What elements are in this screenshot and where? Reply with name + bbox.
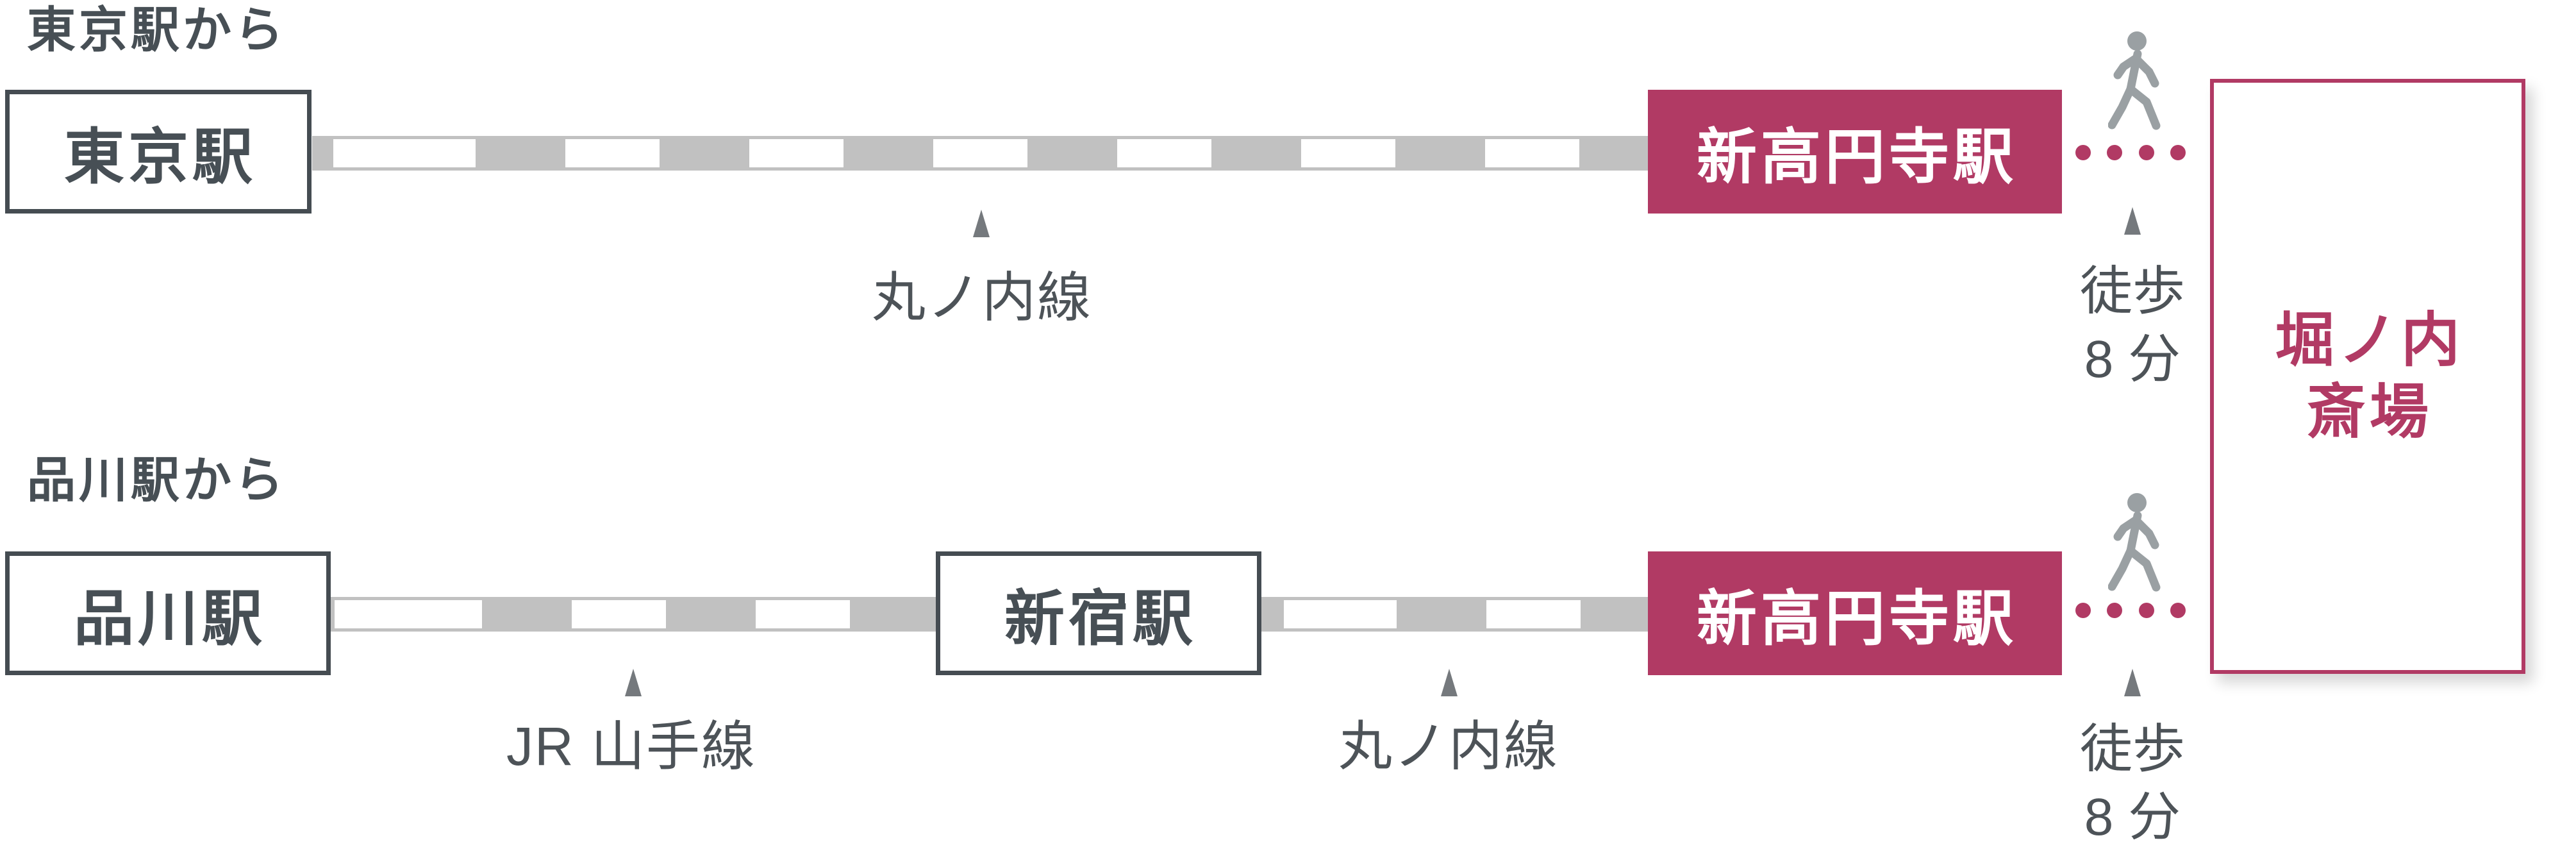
route2-transfer-station-label: 新宿駅 bbox=[1004, 584, 1197, 652]
walk-dot bbox=[2170, 145, 2186, 160]
route2-terminal-station-box: 新高円寺駅 bbox=[1648, 551, 2062, 675]
route2-rail-line-segment1 bbox=[331, 597, 936, 632]
walking-person-icon bbox=[2108, 31, 2161, 130]
walk-dot bbox=[2170, 603, 2186, 618]
up-triangle-icon bbox=[625, 669, 642, 696]
route2-header: 品川駅から bbox=[27, 453, 287, 508]
route1-origin-station-label: 東京駅 bbox=[63, 122, 256, 190]
walk-dot bbox=[2138, 603, 2154, 618]
walk-label-line2: 8 分 bbox=[2084, 330, 2181, 389]
walking-person-icon bbox=[2108, 493, 2161, 592]
destination-box: 堀ノ内 斎場 bbox=[2210, 79, 2525, 674]
up-triangle-icon bbox=[973, 210, 990, 237]
up-triangle-icon bbox=[2124, 669, 2141, 696]
route2-origin-station-box: 品川駅 bbox=[5, 551, 331, 675]
route2-walk-duration-label: 徒歩 8 分 bbox=[2030, 716, 2235, 847]
walk-dot bbox=[2075, 603, 2091, 618]
rail-dash-pattern bbox=[1261, 600, 1648, 628]
route1-terminal-station-box: 新高円寺駅 bbox=[1648, 90, 2062, 214]
route2-terminal-station-label: 新高円寺駅 bbox=[1696, 584, 2017, 652]
up-triangle-icon bbox=[2124, 207, 2141, 235]
walk-label-line1: 徒歩 bbox=[2079, 262, 2185, 321]
destination-name-line2: 斎場 bbox=[2306, 380, 2432, 445]
route2-rail-line-segment2 bbox=[1261, 597, 1648, 632]
up-triangle-icon bbox=[1441, 669, 1458, 696]
route1-walk-duration-label: 徒歩 8 分 bbox=[2030, 258, 2235, 394]
route2-transfer-station-box: 新宿駅 bbox=[936, 551, 1261, 675]
rail-dash-pattern bbox=[331, 600, 936, 628]
walk-dotted-path bbox=[2075, 145, 2186, 160]
route2-line-name-label-1: JR 山手線 bbox=[506, 716, 756, 776]
destination-name-line1: 堀ノ内 bbox=[2275, 308, 2464, 373]
walk-label-line1: 徒歩 bbox=[2079, 720, 2185, 778]
route1-rail-line bbox=[312, 136, 1648, 171]
route1-terminal-station-label: 新高円寺駅 bbox=[1696, 122, 2017, 190]
walk-dot bbox=[2138, 145, 2154, 160]
walk-dot bbox=[2107, 145, 2123, 160]
route2-origin-station-label: 品川駅 bbox=[73, 584, 266, 652]
route2-line-name-label-2: 丸ノ内線 bbox=[1338, 716, 1559, 776]
walk-label-line2: 8 分 bbox=[2084, 788, 2181, 846]
walk-dot bbox=[2107, 603, 2123, 618]
route1-origin-station-box: 東京駅 bbox=[5, 90, 312, 214]
route1-line-name-label: 丸ノ内線 bbox=[871, 267, 1092, 328]
rail-dash-pattern bbox=[312, 139, 1648, 167]
walk-dot bbox=[2075, 145, 2091, 160]
walk-dotted-path bbox=[2075, 603, 2186, 618]
route1-header: 東京駅から bbox=[27, 3, 287, 58]
